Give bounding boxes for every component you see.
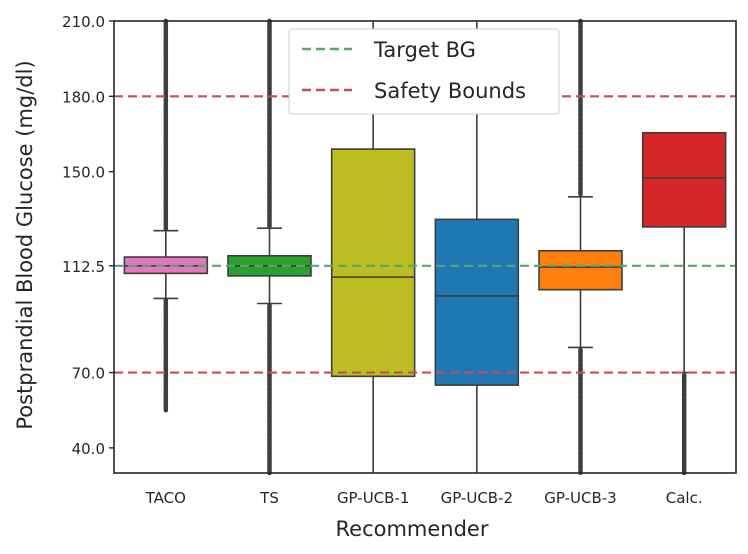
box-group-calc [641, 131, 727, 476]
y-tick-label-0: 40.0 [72, 440, 105, 458]
box-group-gp-ucb-3 [538, 18, 623, 476]
y-tick-label-2: 112.5 [62, 258, 105, 276]
box-group-taco [123, 18, 209, 413]
x-axis-title: Recommender [336, 517, 489, 541]
legend-frame [288, 28, 560, 115]
y-tick-label-4: 180.0 [62, 88, 105, 106]
y-tick-label-1: 70.0 [72, 365, 105, 383]
box-gp-ucb-2 [434, 218, 520, 386]
x-tick-label-calc: Calc. [666, 489, 703, 507]
y-axis-title: Postprandial Blood Glucose (mg/dl) [13, 60, 37, 429]
box-group-gp-ucb-1 [330, 21, 416, 473]
x-tick-label-ts: TS [259, 489, 279, 507]
legend-label-safety-bounds: Safety Bounds [374, 79, 526, 103]
y-tick-label-3: 150.0 [62, 164, 105, 182]
axes-frame [113, 20, 737, 474]
box-calc [641, 131, 727, 228]
x-tick-label-taco: TACO [145, 489, 186, 507]
x-tick-label-gp-ucb-3: GP-UCB-3 [544, 489, 616, 507]
y-tick-label-5: 210.0 [62, 13, 105, 31]
x-tick-label-gp-ucb-1: GP-UCB-1 [337, 489, 409, 507]
x-tick-label-gp-ucb-2: GP-UCB-2 [441, 489, 513, 507]
box-group-gp-ucb-2 [434, 21, 520, 473]
box-gp-ucb-1 [330, 148, 416, 378]
legend: Target BG Safety Bounds [288, 28, 560, 115]
box-gp-ucb-3 [538, 249, 623, 291]
legend-label-target-bg: Target BG [373, 38, 476, 62]
plot-area [114, 18, 736, 476]
